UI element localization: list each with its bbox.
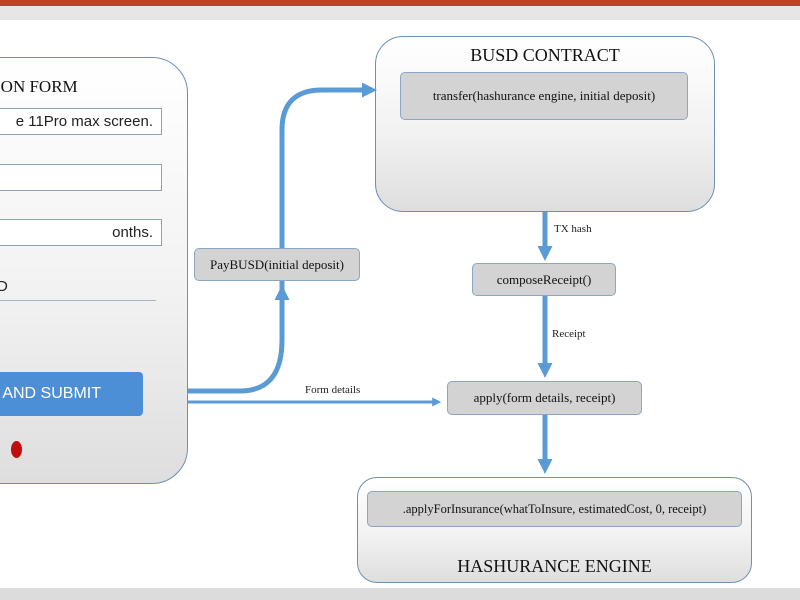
apply-for-insurance-node: .applyForInsurance(whatToInsure, estimat…: [367, 491, 742, 527]
record-indicator-icon: [11, 441, 22, 458]
busd-contract-panel: [375, 36, 715, 212]
form-details-label: Form details: [305, 384, 361, 396]
device-field[interactable]: e 11Pro max screen.: [0, 108, 162, 135]
pay-busd-node: PayBUSD(initial deposit): [194, 248, 360, 281]
top-accent-bar: [0, 0, 800, 6]
duration-field-value: onths.: [112, 224, 153, 241]
form-title: ION FORM: [0, 77, 78, 96]
compose-receipt-node: composeReceipt(): [472, 263, 616, 296]
tx-hash-label: TX hash: [554, 223, 592, 235]
cost-field[interactable]: [0, 164, 162, 191]
top-gray-band: [0, 6, 800, 20]
receipt-label: Receipt: [552, 328, 586, 340]
pay-and-submit-button[interactable]: AND SUBMIT: [0, 372, 143, 416]
bottom-gray-band: [0, 588, 800, 600]
busd-contract-title: BUSD CONTRACT: [470, 45, 620, 65]
arrow-form-to-busd: [188, 82, 377, 394]
hashurance-engine-title: HASHURANCE ENGINE: [457, 556, 652, 576]
apply-node: apply(form details, receipt): [447, 381, 642, 415]
currency-field-value: D: [0, 278, 8, 295]
transfer-node: transfer(hashurance engine, initial depo…: [400, 72, 688, 120]
currency-field-underline[interactable]: [0, 300, 156, 301]
device-field-value: e 11Pro max screen.: [15, 113, 153, 130]
duration-field[interactable]: onths.: [0, 219, 162, 246]
